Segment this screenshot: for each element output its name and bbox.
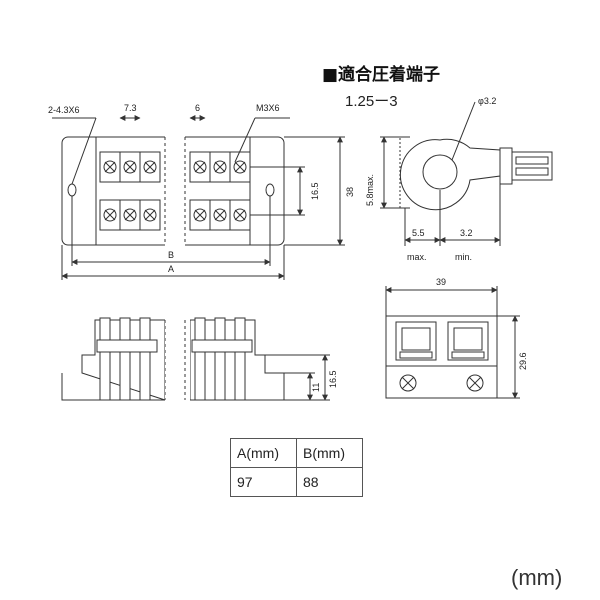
pitch-dim: 7.3 xyxy=(124,103,137,113)
col-header-a: A(mm) xyxy=(230,438,297,468)
lug-hole xyxy=(422,154,458,190)
units-note: (mm) xyxy=(511,565,562,590)
lug-width-dim: 5.8max. xyxy=(365,174,375,206)
outer-height-dim: 38 xyxy=(345,187,355,197)
inner-height-dim: 16.5 xyxy=(310,182,320,200)
side-view xyxy=(61,316,330,406)
a-dim: A xyxy=(168,264,174,274)
end-height-dim: 29.6 xyxy=(518,352,528,370)
value-b: 88 xyxy=(296,467,363,497)
gap-dim: 6 xyxy=(195,103,200,113)
dimension-table: A(mm) B(mm) 97 88 xyxy=(230,438,363,497)
table-row: 97 88 xyxy=(230,467,363,497)
lug-len2-dim: 3.2 xyxy=(460,228,473,238)
lug-len1-dim: 5.5 xyxy=(412,228,425,238)
top-view xyxy=(52,115,345,280)
end-width-dim: 39 xyxy=(436,277,446,287)
b-dim: B xyxy=(168,250,174,260)
compatible-terminal-title: ■適合圧着端子 xyxy=(322,64,440,85)
mount-hole-dim: 2-4.3X6 xyxy=(48,105,80,115)
dimension-table-header: A(mm) B(mm) xyxy=(230,438,363,468)
col-header-b: B(mm) xyxy=(296,438,363,468)
lug-len2-note: min. xyxy=(455,252,472,262)
base-height-dim: 11 xyxy=(311,383,321,392)
terminal-size-label: 1.25ー3 xyxy=(345,93,398,110)
end-view xyxy=(385,286,520,399)
side-height-dim: 16.5 xyxy=(328,370,338,388)
lug-len1-note: max. xyxy=(407,252,427,262)
lug-hole-dim: φ3.2 xyxy=(478,96,496,106)
side-terminals xyxy=(96,317,253,401)
value-a: 97 xyxy=(230,467,297,497)
screw-dim: M3X6 xyxy=(256,103,280,113)
crimp-terminal-diagram xyxy=(380,101,553,246)
